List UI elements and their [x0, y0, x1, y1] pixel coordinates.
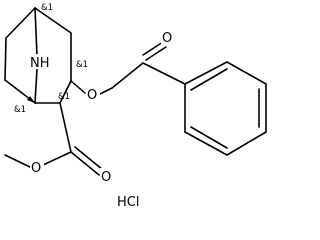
stereo-label-c4: &1: [58, 92, 70, 102]
bond-o-methyl: [4, 154, 31, 168]
bond-carbonyl-c-o-1: [142, 41, 164, 56]
bond-c4-ester-c: [59, 102, 72, 153]
chemical-structure-diagram: NH &1 &1 &1 &1 O O O: [4, 3, 267, 210]
bond-ester-c-o-single: [42, 151, 72, 166]
bond-ester-c-o-double-2: [74, 146, 104, 171]
benzoyloxy-group: [70, 41, 186, 95]
stereo-label-c1: &1: [41, 3, 53, 13]
bond-c1-c7: [5, 7, 36, 39]
bond-ester-c-o-double-1: [70, 151, 100, 176]
bond-ester-to-carbonyl-c: [111, 62, 144, 89]
stereo-label-c5: &1: [14, 105, 26, 115]
bond-o-carbonyl: [99, 87, 113, 95]
bond-carbonyl-c-o-2: [145, 46, 167, 61]
bond-carbonyl-c-phenyl: [142, 62, 186, 85]
ester-oxygen-label-1: O: [87, 88, 97, 103]
ester-oxygen-label-2: O: [31, 161, 41, 176]
bond-c3-c4: [59, 80, 72, 104]
nitrogen-atom-label: NH: [30, 56, 50, 71]
methyl-ester-group: [4, 102, 104, 176]
wedge-bond-c5: [27, 96, 35, 103]
bond-c1-n: [34, 7, 38, 57]
carbonyl-oxygen-label-2: O: [101, 170, 111, 185]
hashed-bond-c3-o: [70, 80, 86, 94]
salt-label: HCl: [117, 195, 139, 210]
carbonyl-oxygen-label-1: O: [162, 31, 172, 46]
bond-c1-c2: [34, 7, 72, 34]
stereo-label-c3: &1: [76, 60, 88, 70]
bond-n-c5: [34, 68, 38, 104]
phenyl-ring: [184, 61, 267, 156]
bond-c7-c6: [4, 37, 7, 81]
tropane-skeleton: [4, 7, 72, 104]
